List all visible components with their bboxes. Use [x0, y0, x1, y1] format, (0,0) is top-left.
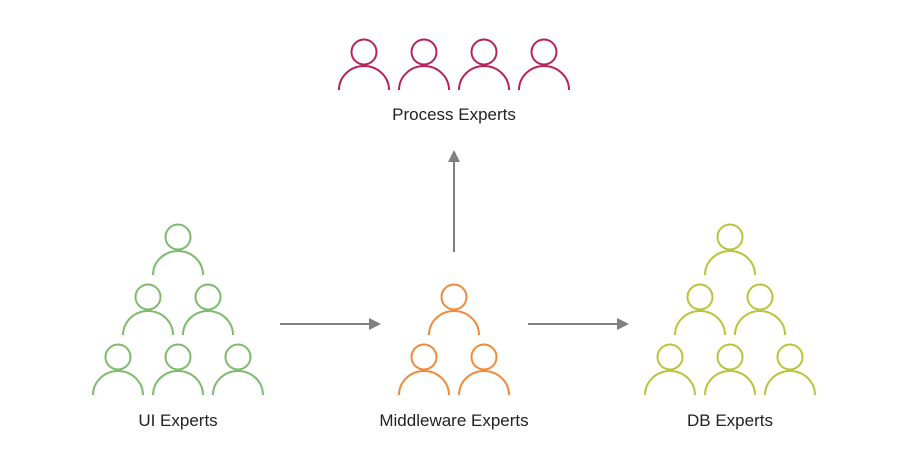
- person-head: [686, 283, 714, 311]
- person-icon: [704, 343, 756, 396]
- person-shoulders: [518, 65, 570, 91]
- person-icon: [458, 343, 510, 396]
- person-head: [716, 223, 744, 251]
- person-shoulders: [428, 310, 480, 336]
- process-experts-group: Process Experts: [338, 38, 570, 124]
- ui-experts-people: [92, 223, 264, 396]
- middleware-experts-group: Middleware Experts: [379, 283, 529, 430]
- person-icon: [212, 343, 264, 396]
- person-head: [164, 223, 192, 251]
- person-icon: [674, 283, 726, 336]
- person-icon: [92, 343, 144, 396]
- person-icon: [338, 38, 390, 91]
- person-shoulders: [212, 370, 264, 396]
- person-icon: [122, 283, 174, 336]
- person-shoulders: [152, 250, 204, 276]
- person-head: [350, 38, 378, 66]
- person-shoulders: [92, 370, 144, 396]
- person-head: [530, 38, 558, 66]
- arrow-middleware-to-db: [528, 318, 629, 330]
- person-head: [410, 343, 438, 371]
- middleware-experts-label: Middleware Experts: [379, 411, 528, 430]
- person-shoulders: [338, 65, 390, 91]
- arrow-ui-to-middleware: [280, 318, 381, 330]
- person-head: [224, 343, 252, 371]
- person-icon: [398, 343, 450, 396]
- person-icon: [398, 38, 450, 91]
- person-shoulders: [122, 310, 174, 336]
- process-experts-people: [338, 38, 570, 91]
- ui-experts-group: UI Experts: [92, 223, 264, 430]
- person-icon: [152, 343, 204, 396]
- person-shoulders: [704, 250, 756, 276]
- arrow-up-icon: [448, 150, 460, 162]
- person-icon: [152, 223, 204, 276]
- person-shoulders: [458, 370, 510, 396]
- arrow-middleware-to-process: [448, 150, 460, 252]
- person-head: [746, 283, 774, 311]
- person-head: [470, 343, 498, 371]
- person-head: [716, 343, 744, 371]
- person-shoulders: [152, 370, 204, 396]
- person-head: [134, 283, 162, 311]
- person-shoulders: [398, 370, 450, 396]
- middleware-experts-people: [398, 283, 510, 396]
- person-head: [194, 283, 222, 311]
- person-icon: [764, 343, 816, 396]
- ui-experts-label: UI Experts: [138, 411, 217, 430]
- person-icon: [644, 343, 696, 396]
- db-experts-people: [644, 223, 816, 396]
- person-shoulders: [644, 370, 696, 396]
- person-head: [104, 343, 132, 371]
- arrow-right-icon: [369, 318, 381, 330]
- person-head: [470, 38, 498, 66]
- person-head: [440, 283, 468, 311]
- person-shoulders: [764, 370, 816, 396]
- person-head: [410, 38, 438, 66]
- person-icon: [734, 283, 786, 336]
- person-icon: [182, 283, 234, 336]
- person-shoulders: [704, 370, 756, 396]
- process-experts-label: Process Experts: [392, 105, 516, 124]
- person-icon: [518, 38, 570, 91]
- person-icon: [704, 223, 756, 276]
- person-icon: [458, 38, 510, 91]
- person-head: [656, 343, 684, 371]
- person-shoulders: [398, 65, 450, 91]
- person-shoulders: [734, 310, 786, 336]
- arrow-right-icon: [617, 318, 629, 330]
- person-shoulders: [674, 310, 726, 336]
- person-head: [164, 343, 192, 371]
- db-experts-label: DB Experts: [687, 411, 773, 430]
- person-head: [776, 343, 804, 371]
- person-icon: [428, 283, 480, 336]
- person-shoulders: [458, 65, 510, 91]
- db-experts-group: DB Experts: [644, 223, 816, 430]
- person-shoulders: [182, 310, 234, 336]
